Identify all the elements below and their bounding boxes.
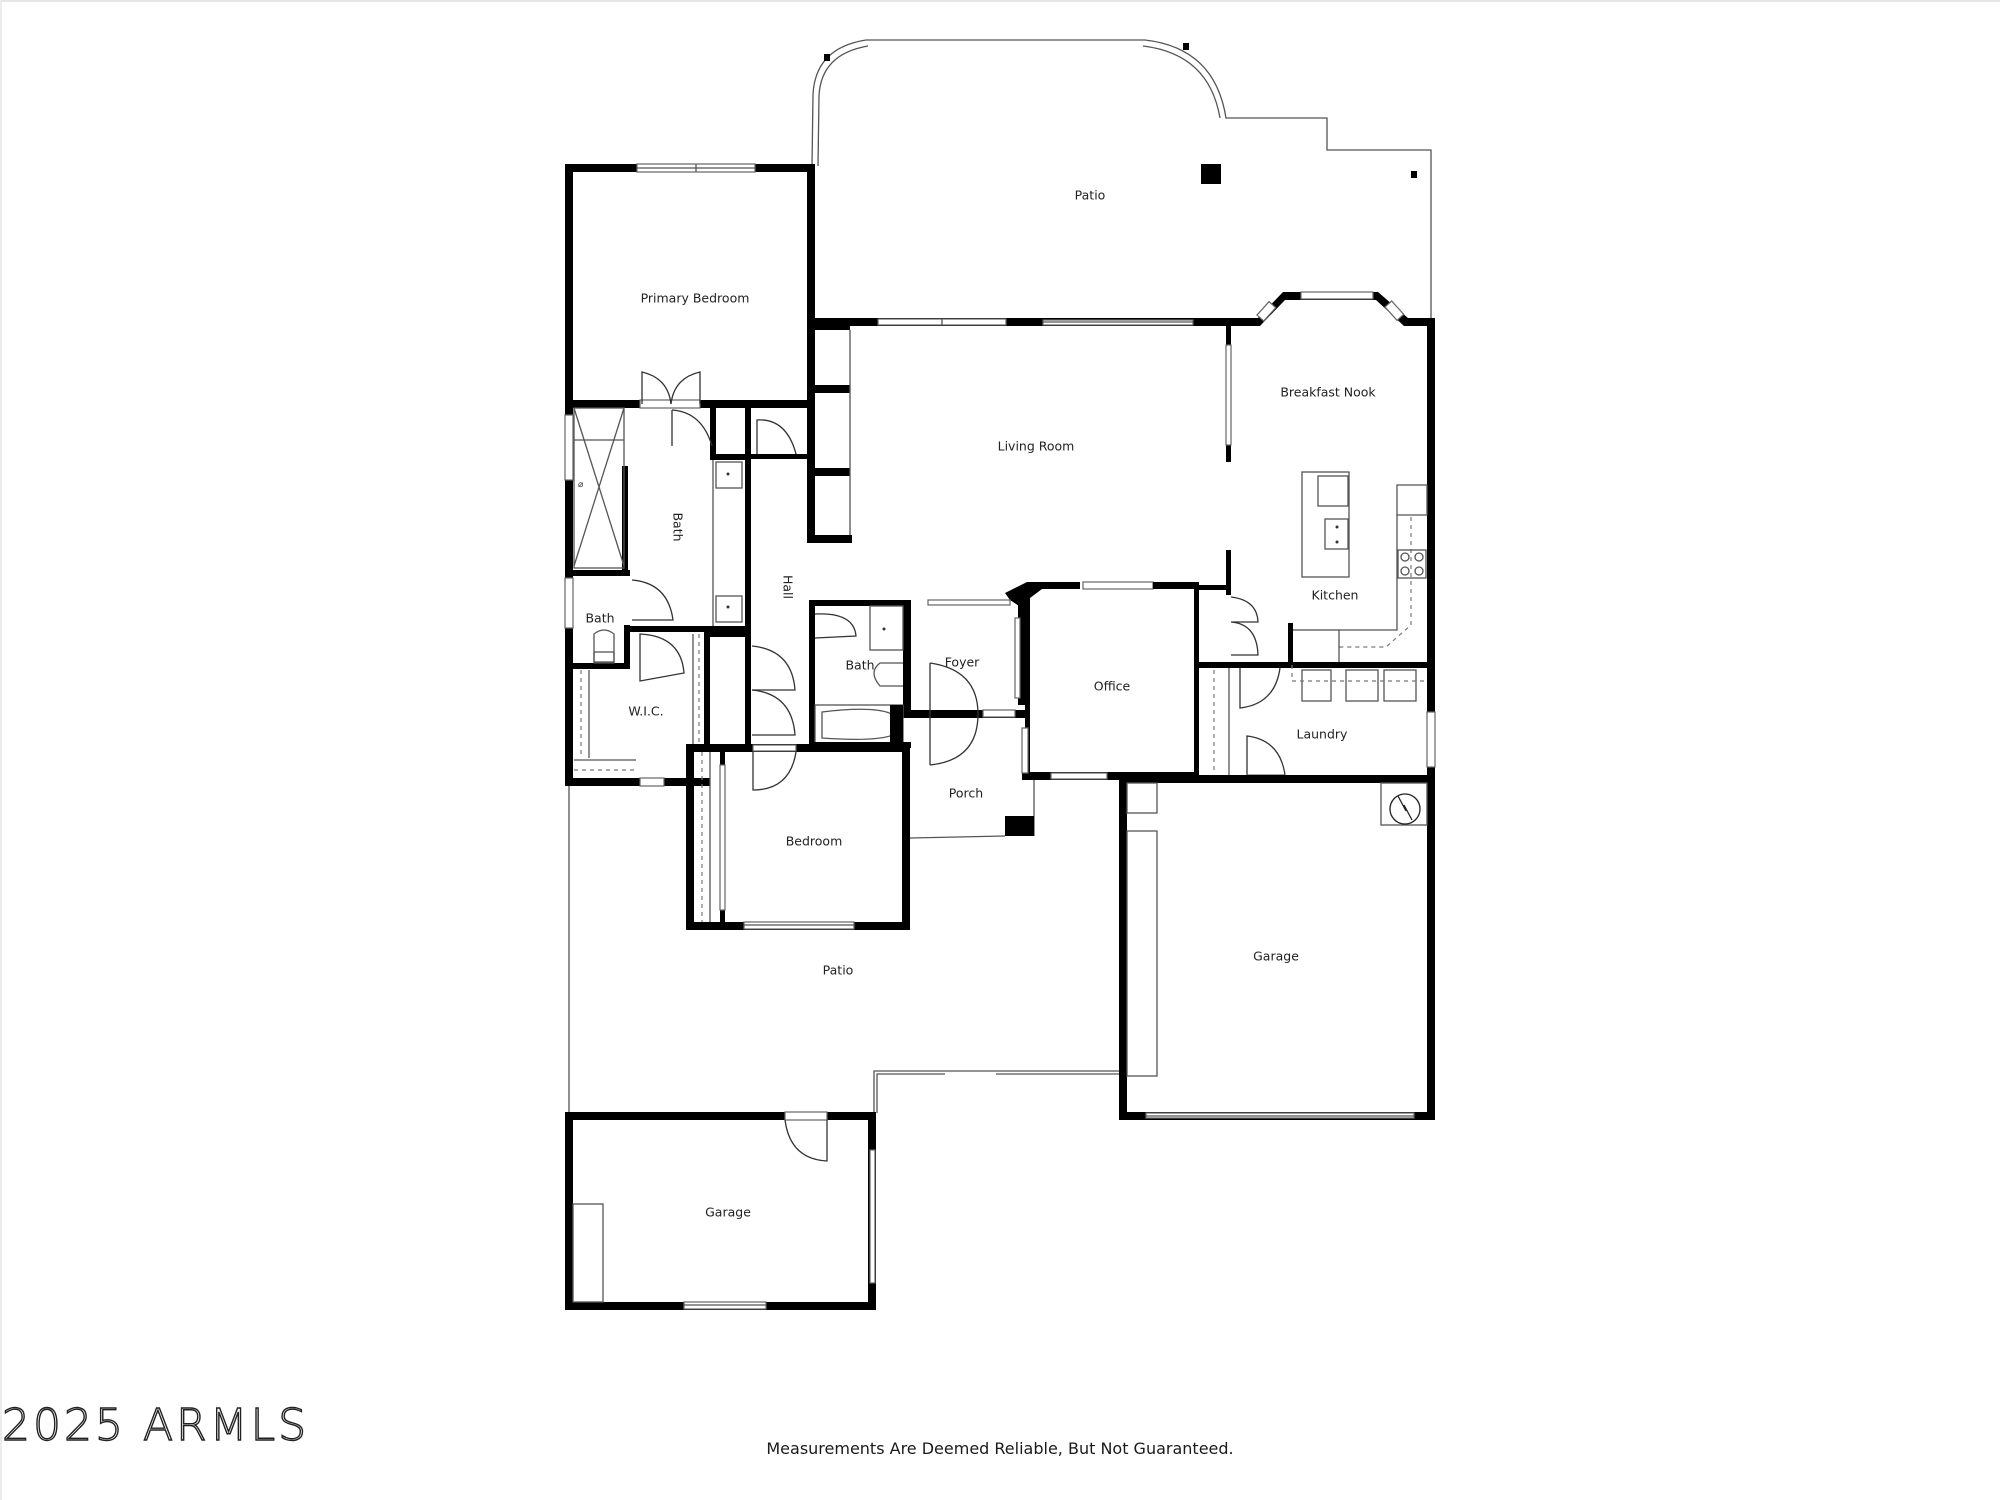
- label-primary-bath: Bath: [671, 512, 686, 541]
- hall-bath-walls: [809, 600, 911, 748]
- label-hall-bath: Bath: [845, 658, 874, 673]
- primary-bath-walls: ⌀: [564, 404, 751, 632]
- bedroom-walls: [686, 744, 910, 930]
- porch-column: [1005, 816, 1034, 836]
- garage-bottom-walls: [565, 1111, 876, 1310]
- kitchen-walls: [1194, 291, 1435, 780]
- room-labels: Patio Primary Bedroom Living Room Breakf…: [585, 188, 1376, 1220]
- laundry-walls: [1194, 585, 1436, 783]
- label-kitchen: Kitchen: [1312, 588, 1359, 603]
- label-primary-bedroom: Primary Bedroom: [641, 291, 750, 306]
- hall-walls: [710, 322, 852, 744]
- label-laundry: Laundry: [1297, 727, 1349, 742]
- patio-top-outline: [811, 39, 1432, 322]
- post-marker: [1411, 171, 1417, 178]
- label-wic: W.I.C.: [628, 704, 663, 719]
- label-foyer: Foyer: [945, 655, 980, 670]
- column: [1201, 164, 1221, 184]
- label-office: Office: [1094, 679, 1131, 694]
- label-garage-right: Garage: [1253, 949, 1299, 964]
- svg-text:⌀: ⌀: [578, 480, 584, 490]
- label-patio-bottom: Patio: [823, 963, 854, 978]
- label-garage-bottom: Garage: [705, 1205, 751, 1220]
- wic-walls: [565, 632, 710, 787]
- label-half-bath: Bath: [585, 611, 614, 626]
- top-border: [0, 0, 2000, 2]
- left-border: [0, 0, 2, 1500]
- label-living-room: Living Room: [998, 439, 1075, 454]
- label-patio-top: Patio: [1075, 188, 1106, 203]
- office-walls: [903, 581, 1199, 780]
- label-bedroom: Bedroom: [786, 834, 843, 849]
- copyright-watermark: 2025 ARMLS: [1, 1400, 310, 1451]
- label-hall: Hall: [781, 575, 796, 599]
- double-door: [641, 371, 701, 405]
- half-bath-walls: [564, 577, 630, 669]
- post-marker: [824, 54, 830, 61]
- label-porch: Porch: [949, 786, 983, 801]
- porch-outline: [909, 780, 1035, 839]
- living-room-walls: [812, 318, 1232, 595]
- label-breakfast-nook: Breakfast Nook: [1280, 385, 1376, 400]
- garage-right-walls: [1119, 775, 1435, 1120]
- measurement-disclaimer: Measurements Are Deemed Reliable, But No…: [766, 1439, 1234, 1458]
- post-marker: [1183, 43, 1189, 50]
- patio-bottom-outline: [568, 786, 1119, 1113]
